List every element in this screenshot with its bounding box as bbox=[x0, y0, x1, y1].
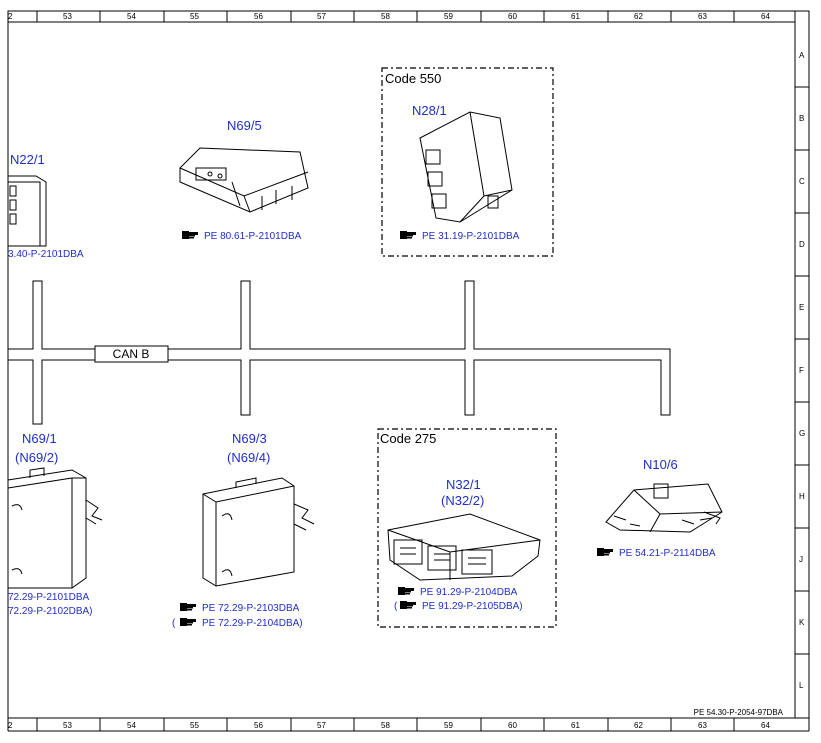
reference-hand-icon bbox=[180, 618, 196, 626]
can-b-bus: CAN B bbox=[8, 280, 671, 425]
paren-open: ( bbox=[172, 618, 176, 629]
row-label: D bbox=[799, 240, 805, 249]
column-label: 59 bbox=[444, 12, 453, 21]
component-n28-1: N28/1 PE 31.19-P-2101DBA bbox=[400, 103, 520, 242]
drawing-reference: PE 54.30-P-2054-97DBA bbox=[694, 708, 784, 717]
code-550-group: Code 550 bbox=[381, 67, 554, 257]
paren-open: ( bbox=[394, 601, 398, 612]
row-label: G bbox=[799, 429, 805, 438]
component-ref: 72.29-P-2101DBA bbox=[8, 592, 89, 603]
reference-hand-icon bbox=[182, 231, 198, 239]
column-label: 2 bbox=[8, 721, 13, 730]
component-ref: PE 72.29-P-2103DBA bbox=[202, 603, 300, 614]
column-label: 63 bbox=[698, 721, 707, 730]
component-id: N22/1 bbox=[10, 152, 45, 167]
module-drawing bbox=[7, 175, 47, 247]
component-n69-3: N69/3 (N69/4) PE 72.29-P-2103DBA ( PE 72… bbox=[172, 431, 315, 629]
module-drawing bbox=[605, 483, 723, 533]
component-ref-alt: 72.29-P-2102DBA) bbox=[8, 606, 93, 617]
component-n69-5: N69/5 PE 80.61-P-2101DBA bbox=[179, 118, 309, 242]
component-ref: PE 31.19-P-2101DBA bbox=[422, 231, 520, 242]
component-id: N69/3 bbox=[232, 431, 267, 446]
column-label: 53 bbox=[63, 721, 72, 730]
can-b-label-box bbox=[94, 345, 169, 363]
reference-hand-icon bbox=[597, 548, 613, 556]
component-n10-6: N10/6 PE 54.21-P-2114DBA bbox=[597, 457, 723, 559]
module-drawing bbox=[7, 467, 103, 589]
row-label: L bbox=[799, 681, 804, 690]
row-label: K bbox=[799, 618, 805, 627]
module-drawing bbox=[419, 111, 513, 223]
component-id-alt: (N69/2) bbox=[15, 450, 58, 465]
row-label: B bbox=[799, 114, 804, 123]
code-275-label: Code 275 bbox=[380, 431, 436, 446]
module-drawing bbox=[387, 513, 541, 581]
component-ref: PE 54.21-P-2114DBA bbox=[619, 548, 716, 559]
column-label: 57 bbox=[317, 721, 326, 730]
component-id: N69/5 bbox=[227, 118, 262, 133]
column-label: 55 bbox=[190, 12, 199, 21]
column-label: 57 bbox=[317, 12, 326, 21]
row-label: C bbox=[799, 177, 805, 186]
row-label: E bbox=[799, 303, 804, 312]
column-label: 54 bbox=[127, 721, 136, 730]
code-275-group: Code 275 bbox=[377, 428, 557, 628]
component-ref-alt: PE 91.29-P-2105DBA) bbox=[422, 601, 523, 612]
row-label: J bbox=[799, 555, 803, 564]
component-id: N69/1 bbox=[22, 431, 57, 446]
component-id: N10/6 bbox=[643, 457, 678, 472]
column-label: 56 bbox=[254, 12, 263, 21]
reference-hand-icon bbox=[400, 231, 416, 239]
column-label: 56 bbox=[254, 721, 263, 730]
column-label: 61 bbox=[571, 12, 580, 21]
column-label: 55 bbox=[190, 721, 199, 730]
column-label: 60 bbox=[508, 721, 517, 730]
component-n22-1: N22/1 3.40-P-2101DBA bbox=[7, 152, 84, 260]
column-label: 54 bbox=[127, 12, 136, 21]
column-label: 62 bbox=[634, 721, 643, 730]
column-labels-top: 2 53 54 55 56 57 58 59 60 61 62 63 64 bbox=[8, 11, 795, 23]
component-id-alt: (N32/2) bbox=[441, 493, 484, 508]
component-id: N28/1 bbox=[412, 103, 447, 118]
component-ref: 3.40-P-2101DBA bbox=[8, 249, 84, 260]
column-label: 64 bbox=[761, 12, 770, 21]
reference-hand-icon bbox=[400, 601, 416, 609]
component-id-alt: (N69/4) bbox=[227, 450, 270, 465]
row-label: F bbox=[799, 366, 804, 375]
column-label: 62 bbox=[634, 12, 643, 21]
drawing-frame bbox=[7, 10, 810, 732]
module-drawing bbox=[202, 477, 315, 587]
component-ref-alt: PE 72.29-P-2104DBA) bbox=[202, 618, 303, 629]
component-ref: PE 91.29-P-2104DBA bbox=[420, 587, 518, 598]
column-label: 60 bbox=[508, 12, 517, 21]
column-label: 53 bbox=[63, 12, 72, 21]
column-labels-bottom: 2 53 54 55 56 57 58 59 60 61 62 63 64 bbox=[8, 718, 770, 731]
component-n32-1: N32/1 (N32/2) PE 91.29-P-2104DBA ( PE 91… bbox=[387, 477, 541, 612]
component-n69-1: N69/1 (N69/2) 72.29-P-2101DBA 72.29-P-21… bbox=[7, 431, 103, 617]
reference-hand-icon bbox=[398, 587, 414, 595]
column-label: 64 bbox=[761, 721, 770, 730]
component-id: N32/1 bbox=[446, 477, 481, 492]
column-label: 61 bbox=[571, 721, 580, 730]
row-labels: A B C D E F G H J K L bbox=[795, 51, 809, 690]
column-label: 2 bbox=[8, 12, 13, 21]
reference-hand-icon bbox=[180, 603, 196, 611]
column-label: 59 bbox=[444, 721, 453, 730]
column-label: 58 bbox=[381, 12, 390, 21]
column-label: 58 bbox=[381, 721, 390, 730]
can-b-label: CAN B bbox=[113, 347, 150, 361]
column-label: 63 bbox=[698, 12, 707, 21]
code-550-label: Code 550 bbox=[385, 71, 441, 86]
component-ref: PE 80.61-P-2101DBA bbox=[204, 231, 302, 242]
row-label: A bbox=[799, 51, 805, 60]
module-drawing bbox=[179, 147, 309, 213]
row-label: H bbox=[799, 492, 805, 501]
